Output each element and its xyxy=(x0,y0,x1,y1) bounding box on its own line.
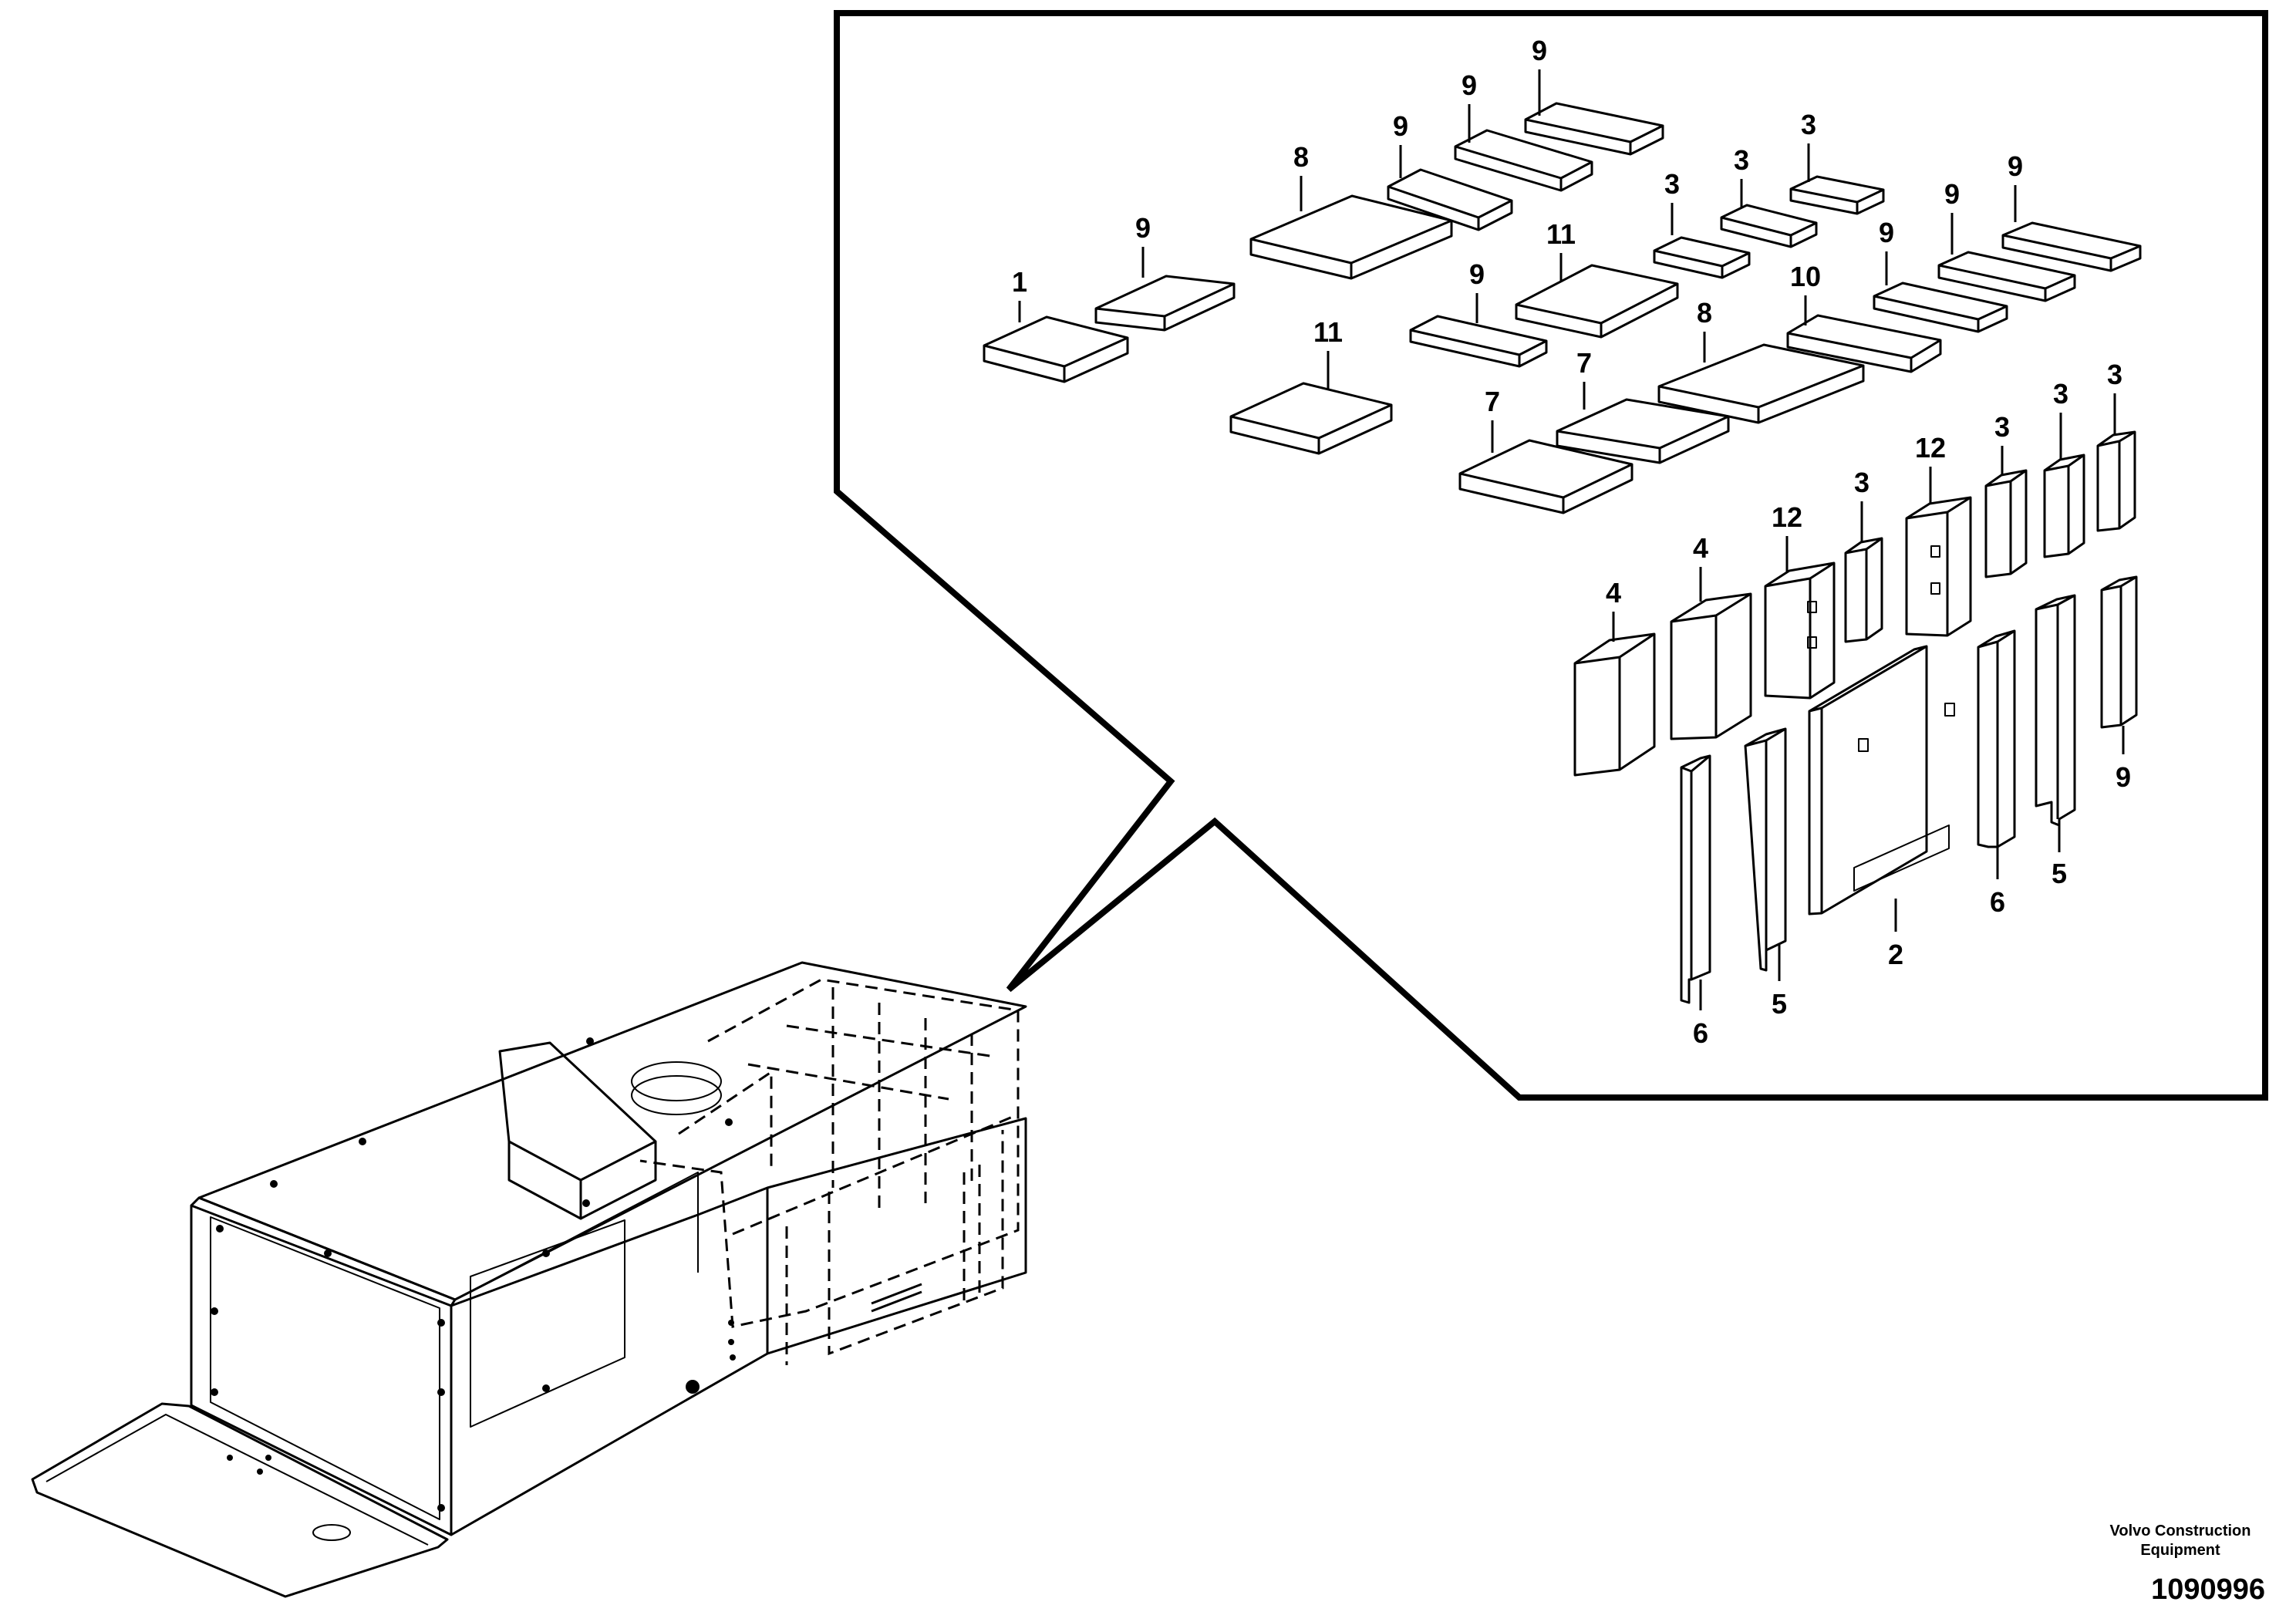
label-9: 9 xyxy=(2008,150,2023,182)
part-number-labels: 1 9 8 9 9 9 11 9 11 3 3 3 8 10 9 9 9 7 7… xyxy=(1012,35,2131,1049)
label-11: 11 xyxy=(1313,316,1343,348)
label-9: 9 xyxy=(1532,35,1547,66)
label-8: 8 xyxy=(1293,141,1309,173)
leader-lines xyxy=(1018,69,2125,1010)
label-2: 2 xyxy=(1888,939,1903,970)
label-10: 10 xyxy=(1790,261,1821,292)
label-11: 11 xyxy=(1546,218,1576,250)
machine-body xyxy=(31,961,1027,1598)
label-9: 9 xyxy=(1879,217,1894,248)
label-12: 12 xyxy=(1772,501,1802,533)
label-3: 3 xyxy=(1664,168,1680,200)
label-3: 3 xyxy=(1801,109,1816,140)
label-3: 3 xyxy=(1854,467,1870,498)
label-9: 9 xyxy=(1944,178,1960,210)
label-3: 3 xyxy=(1994,411,2010,443)
label-3: 3 xyxy=(2053,378,2068,410)
document-number: 1090996 xyxy=(2151,1573,2265,1606)
label-9: 9 xyxy=(2116,761,2131,793)
label-5: 5 xyxy=(2052,858,2067,889)
label-12: 12 xyxy=(1915,432,1946,464)
label-9: 9 xyxy=(1393,110,1408,142)
label-9: 9 xyxy=(1462,69,1477,101)
label-1: 1 xyxy=(1012,266,1027,298)
label-9: 9 xyxy=(1469,258,1485,290)
label-4: 4 xyxy=(1606,577,1621,609)
label-6: 6 xyxy=(1693,1017,1708,1049)
label-8: 8 xyxy=(1697,297,1712,329)
label-9: 9 xyxy=(1135,212,1151,244)
label-7: 7 xyxy=(1576,347,1592,379)
label-4: 4 xyxy=(1693,532,1708,564)
label-3: 3 xyxy=(2107,359,2122,390)
label-6: 6 xyxy=(1990,886,2005,918)
callout-frame xyxy=(834,10,2268,1101)
panel-parts xyxy=(1573,430,2138,1004)
pad-parts xyxy=(983,102,2142,514)
label-7: 7 xyxy=(1485,386,1500,417)
brand-text: Volvo Construction Equipment xyxy=(2109,1523,2251,1559)
label-3: 3 xyxy=(1734,144,1749,176)
label-5: 5 xyxy=(1772,988,1787,1020)
bolt-dots xyxy=(211,1037,736,1512)
